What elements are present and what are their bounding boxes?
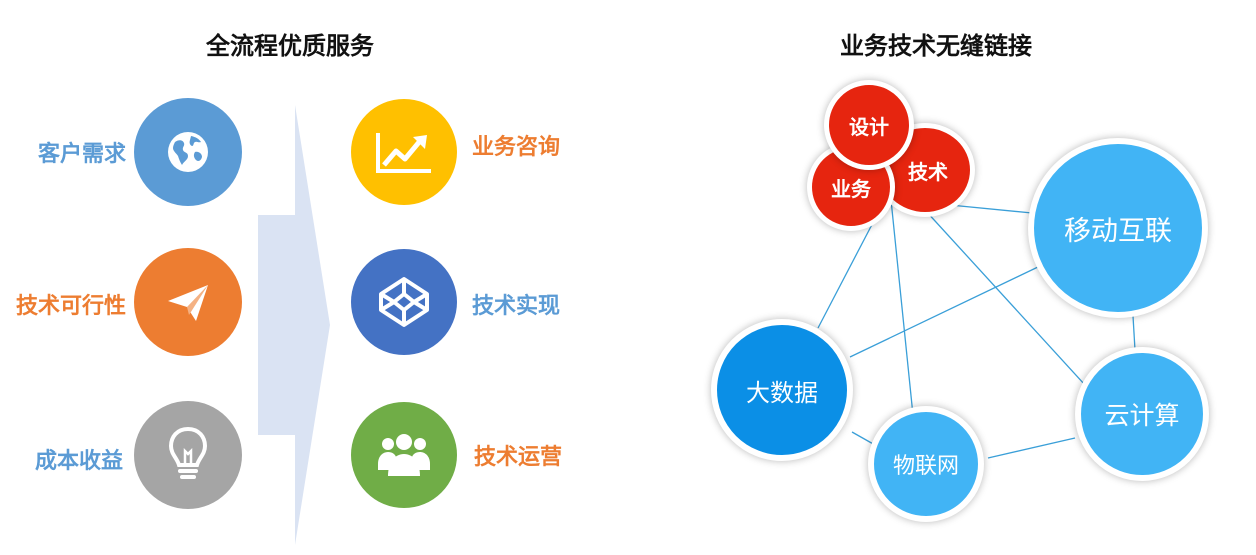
node-cloud-computing: 云计算 — [1075, 347, 1209, 481]
node-design: 设计 — [824, 80, 914, 170]
business-consulting-label: 业务咨询 — [472, 135, 561, 160]
node-design-label: 设计 — [849, 114, 889, 139]
link-iot-cloud — [987, 437, 1076, 459]
cost-benefit-label: 成本收益 — [34, 449, 123, 474]
link-mobile-cloud — [1132, 315, 1136, 351]
tech-feasibility-label: 技术可行性 — [15, 294, 126, 319]
tech-operations-circle — [351, 402, 457, 508]
node-big-data-label: 大数据 — [746, 378, 818, 407]
customer-needs-circle — [134, 98, 242, 206]
tech-implementation-circle — [351, 249, 457, 355]
link-business-iot — [889, 189, 915, 426]
right-title: 业务技术无缝链接 — [840, 32, 1032, 60]
link-tech-mobile — [949, 204, 1033, 214]
lightbulb-icon — [166, 425, 210, 485]
node-iot-label: 物联网 — [892, 454, 959, 479]
node-mobile-internet: 移动互联 — [1028, 138, 1208, 318]
node-mobile-internet-label: 移动互联 — [1064, 215, 1172, 247]
team-icon — [376, 432, 432, 478]
link-tech-cloud — [924, 209, 1086, 386]
node-big-data: 大数据 — [711, 319, 853, 461]
node-tech-label: 技术 — [908, 159, 948, 184]
left-title: 全流程优质服务 — [206, 32, 374, 60]
globe-icon — [164, 128, 212, 176]
link-bigdata-mobile — [849, 265, 1041, 358]
business-consulting-circle — [351, 99, 457, 205]
tech-implementation-label: 技术实现 — [472, 294, 561, 319]
customer-needs-label: 客户需求 — [37, 142, 126, 167]
trend-chart-icon — [375, 129, 433, 175]
codepen-cube-icon — [377, 275, 431, 329]
tech-operations-label: 技术运营 — [474, 445, 563, 470]
tech-feasibility-circle — [134, 248, 242, 356]
paper-plane-icon — [163, 277, 213, 327]
cost-benefit-circle — [134, 401, 242, 509]
node-cloud-computing-label: 云计算 — [1104, 401, 1180, 430]
node-iot: 物联网 — [868, 406, 984, 522]
process-arrow — [258, 105, 330, 545]
node-business-label: 业务 — [831, 176, 871, 201]
